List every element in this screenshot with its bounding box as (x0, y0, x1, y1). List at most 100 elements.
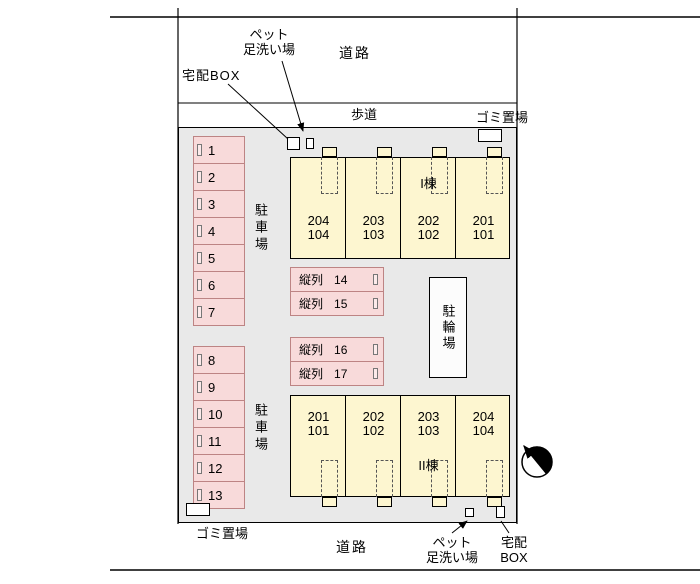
pet-wash-label-bottom-line1: ペット (432, 535, 472, 550)
delivery-box-label-bottom-line1: 宅配 (500, 535, 527, 550)
parking-stall: 4 (193, 217, 245, 245)
stall-number: 12 (208, 460, 223, 476)
delivery-box-label-bottom-line2: BOX (500, 550, 528, 565)
stairs-dashed (321, 460, 338, 497)
stairs-dashed (431, 157, 448, 194)
pet-wash-station-top (306, 138, 314, 149)
stall-number: 8 (208, 352, 216, 368)
unit-number-upper: 204 (307, 213, 330, 228)
building-2-name: II棟 (418, 458, 439, 473)
tandem-number: 14 (334, 272, 348, 287)
wheel-stopper-icon (197, 225, 202, 237)
stairs-dashed (486, 157, 503, 194)
stall-number: 10 (208, 406, 223, 422)
unit-cell (291, 396, 346, 496)
garbage-label-top: ゴミ置場 (476, 110, 529, 125)
unit-number-upper: 204 (472, 409, 495, 424)
unit-number-lower: 104 (307, 227, 330, 242)
bicycle-parking: 駐輪場 (429, 277, 467, 378)
bicycle-parking-label: 駐輪場 (440, 303, 456, 352)
tandem-stall: 縦列 17 (290, 361, 384, 386)
entrance-porch (487, 147, 502, 157)
garbage-label-bottom: ゴミ置場 (196, 526, 249, 541)
unit-cell (346, 158, 401, 258)
parking-stall-group-lower: 8 9 10 11 12 13 (193, 346, 245, 509)
wheel-stopper-icon (197, 198, 202, 210)
unit-cell (401, 158, 456, 258)
parking-area-label-upper: 駐車場 (253, 203, 268, 254)
parking-stall-group-upper: 1 2 3 4 5 6 7 (193, 136, 245, 326)
unit-number-lower: 102 (362, 423, 385, 438)
wheel-stopper-icon (197, 381, 202, 393)
delivery-box-label-top: 宅配BOX (182, 68, 241, 83)
entrance-porch (432, 497, 447, 507)
tandem-stall: 縦列 15 (290, 291, 384, 316)
parking-stall: 9 (193, 373, 245, 401)
unit-numbers: 202 102 (346, 410, 401, 438)
stairs-dashed (321, 157, 338, 194)
wheel-stopper-icon (197, 279, 202, 291)
unit-number-upper: 202 (417, 213, 440, 228)
entrance-porch (377, 147, 392, 157)
pet-wash-label-top: ペット 足洗い場 (233, 27, 305, 57)
unit-number-lower: 102 (417, 227, 440, 242)
unit-number-upper: 201 (307, 409, 330, 424)
unit-numbers: 204 104 (456, 410, 511, 438)
unit-numbers: 204 104 (291, 214, 346, 242)
stall-number: 9 (208, 379, 216, 395)
road-label-bottom: 道路 (336, 539, 368, 555)
stall-number: 3 (208, 196, 216, 212)
wheel-stopper-icon (197, 354, 202, 366)
unit-cell (346, 396, 401, 496)
wheel-stopper-icon (197, 408, 202, 420)
tandem-number: 15 (334, 296, 348, 311)
wheel-stopper-icon (373, 344, 378, 355)
parking-stall: 3 (193, 190, 245, 218)
tandem-stall-group-upper: 縦列 14 縦列 15 (290, 267, 384, 316)
building-1-name: I棟 (420, 176, 437, 191)
parking-stall: 7 (193, 298, 245, 326)
entrance-porch (487, 497, 502, 507)
entrance-porch (432, 147, 447, 157)
entrance-porch (322, 497, 337, 507)
wheel-stopper-icon (197, 144, 202, 156)
unit-number-lower: 101 (472, 227, 495, 242)
unit-numbers: 203 103 (401, 410, 456, 438)
tandem-number: 16 (334, 342, 348, 357)
building-2: II棟 201 101 202 102 203 103 204 104 (290, 395, 511, 507)
delivery-box-top (287, 137, 300, 150)
tandem-label: 縦列 (299, 343, 324, 357)
stall-number: 7 (208, 304, 216, 320)
wheel-stopper-icon (373, 274, 378, 285)
parking-stall: 6 (193, 271, 245, 299)
parking-stall: 12 (193, 454, 245, 482)
parking-stall: 10 (193, 400, 245, 428)
wheel-stopper-icon (197, 462, 202, 474)
stall-number: 13 (208, 487, 223, 503)
wheel-stopper-icon (197, 171, 202, 183)
unit-cell (401, 396, 456, 496)
pet-wash-label-bottom-line2: 足洗い場 (425, 550, 478, 565)
unit-numbers: 201 101 (291, 410, 346, 438)
stall-number: 5 (208, 250, 216, 266)
pet-wash-label-bottom: ペット 足洗い場 (421, 535, 483, 565)
delivery-box-bottom (496, 506, 505, 518)
garbage-station-top (478, 129, 502, 142)
wheel-stopper-icon (197, 435, 202, 447)
stall-number: 11 (208, 433, 222, 449)
tandem-number: 17 (334, 366, 348, 381)
tandem-label: 縦列 (299, 297, 324, 311)
unit-numbers: 202 102 (401, 214, 456, 242)
entrance-porch (322, 147, 337, 157)
stairs-dashed (376, 460, 393, 497)
delivery-box-label-bottom: 宅配 BOX (492, 535, 536, 565)
unit-number-lower: 103 (417, 423, 440, 438)
north-arrow-icon (521, 444, 553, 478)
unit-number-upper: 203 (417, 409, 440, 424)
leader-pet-top (281, 60, 305, 132)
tandem-label: 縦列 (299, 273, 324, 287)
stairs-dashed (486, 460, 503, 497)
parking-area-label-lower: 駐車場 (253, 403, 268, 454)
sidewalk-label: 歩道 (351, 107, 378, 122)
